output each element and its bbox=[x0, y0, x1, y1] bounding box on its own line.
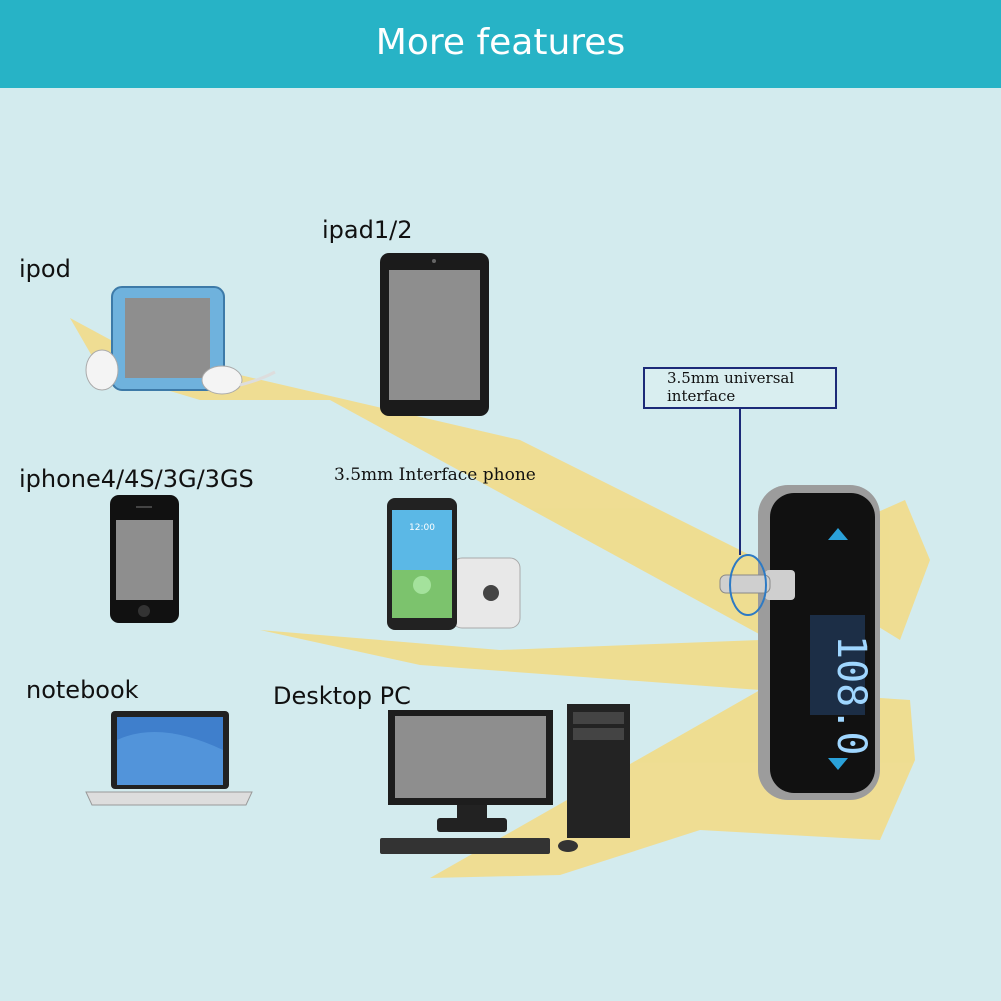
callout-line-2: interface bbox=[667, 387, 736, 405]
iphone-label: iphone4/4S/3G/3GS bbox=[19, 465, 254, 493]
interface-phone-label: 3.5mm Interface phone bbox=[334, 465, 536, 485]
ipad-device bbox=[380, 253, 489, 416]
svg-text:12:00: 12:00 bbox=[409, 523, 435, 533]
ipad-label: ipad1/2 bbox=[322, 216, 413, 244]
notebook-device bbox=[85, 711, 253, 806]
callout-line-1: 3.5mm universal bbox=[667, 369, 795, 387]
universal-interface-callout: 3.5mm universal interface bbox=[643, 367, 837, 409]
notebook-label: notebook bbox=[26, 676, 139, 704]
ipod-device bbox=[85, 286, 276, 395]
ipod-label: ipod bbox=[19, 255, 71, 283]
banner-title: More features bbox=[0, 0, 1001, 88]
desktop-label: Desktop PC bbox=[273, 682, 411, 710]
svg-text:108.0: 108.0 bbox=[828, 635, 874, 755]
fm-transmitter-device: 108.0 bbox=[719, 409, 880, 800]
iphone-device bbox=[110, 495, 179, 623]
desktop-pc-device bbox=[380, 704, 630, 854]
interface-phone-device: 12:00 bbox=[387, 498, 521, 630]
